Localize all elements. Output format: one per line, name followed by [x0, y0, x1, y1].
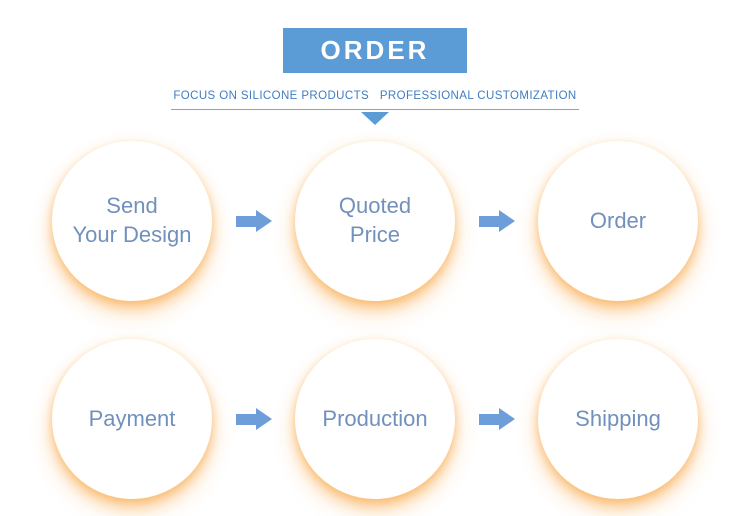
- arrow-gap: [212, 210, 295, 232]
- subtitle-wrap: FOCUS ON SILICONE PRODUCTS PROFESSIONAL …: [0, 86, 750, 110]
- step-label: Quoted Price: [338, 193, 412, 247]
- arrow-gap: [455, 408, 538, 430]
- step-circle-shipping: Shipping: [538, 339, 698, 499]
- step-circle-order: Order: [538, 141, 698, 301]
- arrow-right-icon: [235, 408, 272, 430]
- step-circle-send-your-design: Send Your Design: [52, 141, 212, 301]
- step-label: Order: [589, 207, 647, 233]
- flow-row-1: Send Your Design Quoted Price Order: [0, 141, 750, 301]
- order-banner-label: ORDER: [320, 35, 430, 65]
- step-label: Production: [322, 405, 428, 431]
- arrow-right-icon: [478, 408, 515, 430]
- arrow-gap: [455, 210, 538, 232]
- step-circle-production: Production: [295, 339, 455, 499]
- subtitle-text: FOCUS ON SILICONE PRODUCTS PROFESSIONAL …: [171, 90, 579, 110]
- step-circle-quoted-price: Quoted Price: [295, 141, 455, 301]
- triangle-down-icon: [361, 112, 389, 125]
- step-label: Shipping: [575, 405, 661, 431]
- step-label: Send Your Design: [72, 193, 192, 247]
- order-banner: ORDER: [283, 28, 467, 73]
- arrow-right-icon: [235, 210, 272, 232]
- step-label: Payment: [88, 405, 176, 431]
- flow-row-2: Payment Production Shipping: [0, 339, 750, 499]
- arrow-gap: [212, 408, 295, 430]
- arrow-right-icon: [478, 210, 515, 232]
- step-circle-payment: Payment: [52, 339, 212, 499]
